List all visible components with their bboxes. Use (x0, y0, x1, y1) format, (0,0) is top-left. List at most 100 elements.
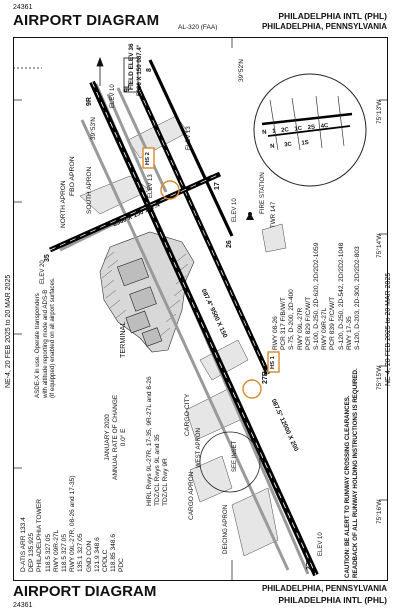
asde-note: ASDE-X in use. Operate transponders with… (34, 277, 57, 398)
fire-station-label: FIRE STATION (259, 172, 266, 214)
rwy-8-26-dimensions: 5000 X 150 087.4° (136, 45, 143, 96)
aircraft-ref: AL-320 (FAA) (178, 24, 218, 31)
frequency-list: D-ATIS ARR 133.4 DEP 135.925 PHILADELPHI… (20, 475, 127, 572)
asde-line-1: with altitude reporting mode and ADS-B (41, 289, 49, 398)
chart-id-top: 24361 (13, 4, 33, 11)
cycle-left: NE-4, 20 FEB 2025 to 20 MAR 2025 (5, 274, 12, 388)
footer-airport-name: PHILADELPHIA INTL (PHL) (278, 595, 387, 605)
freq-line-9: 121.9 348.6 (93, 537, 101, 572)
elev-27l-label: ELEV 10 (318, 532, 324, 556)
inset-label-5: 4C (320, 123, 329, 130)
freq-line-12: PDC (118, 558, 126, 572)
lon-1-label: 75°13'W (376, 99, 383, 124)
rwy-26-label[interactable]: 26 (226, 240, 233, 248)
elev-35-value: 20 (40, 260, 46, 267)
elev-word-17: ELEV (148, 182, 154, 198)
elev-9l-label: ELEV 10 (110, 84, 116, 108)
inset-label-7: 3C (283, 141, 293, 149)
caution-note: CAUTION: BE ALERT TO RUNWAY CROSSING CLE… (344, 368, 359, 578)
freq-line-5: 118.5 327.05 (61, 533, 69, 572)
lat-mid-label: 39°53'N (90, 117, 97, 140)
tower-label: TWR (270, 213, 277, 228)
inset-label-6: N (270, 143, 275, 150)
freq-line-1: DEP 135.925 (28, 532, 36, 572)
airport-name: PHILADELPHIA INTL (PHL) (278, 11, 387, 21)
rwy-17-label[interactable]: 17 (214, 182, 221, 190)
elev-17-label: ELEV 13 (148, 174, 154, 198)
elev-9l-value: 10 (110, 84, 116, 91)
lighting-note: HIRL Rwys 9L-27R, 17-35, 9R-27L and 8-26… (146, 376, 171, 506)
elev-27l-value: 10 (318, 532, 324, 539)
inset-label-2: 2C (280, 127, 290, 134)
pcr-line-8: S-120, D-250, 2D-542, 2D/2D2-1048 (337, 242, 345, 350)
see-inset-label: SEE INSET (232, 440, 238, 472)
elev-17-value: 13 (148, 174, 154, 181)
fbo-apron-label: FBO APRON (69, 156, 76, 196)
inset-label-3: 1C (294, 125, 303, 133)
airport-location: PHILADELPHIA, PENNSYLVANIA (261, 22, 387, 31)
pcr-line-10: S-120, D-203, 2D-300, 2D/2D2-803 (354, 246, 362, 350)
freq-line-7: 135.1 327.05 (77, 533, 85, 572)
elev-26-label: ELEV 10 (232, 198, 238, 222)
caution-line-0: CAUTION: BE ALERT TO RUNWAY CROSSING CLE… (344, 395, 351, 578)
freq-line-2: PHILADELPHIA TOWER (36, 498, 44, 572)
freq-line-3: 118.5 327.05 (44, 533, 52, 572)
freq-line-8: GND CON (85, 540, 93, 572)
field-elev-word: ELEV (128, 52, 135, 70)
hirl-line-1: TDZ/CL Rwys 9L and 35 (154, 434, 162, 506)
freq-line-4: RWY 09R-27L (52, 529, 60, 572)
elev-word-26: ELEV (232, 206, 238, 222)
tower-box: TWR 147 (270, 202, 277, 228)
chart-id-bottom: 24361 (13, 602, 33, 609)
pcr-line-1: PCR 317 F/B/W/T (280, 297, 288, 350)
elev-27r-label: ELEV 13 (186, 126, 192, 150)
north-apron-label: NORTH APRON (60, 180, 67, 228)
footer-title: AIRPORT DIAGRAM (13, 583, 157, 600)
caution-line-1: READBACK OF ALL RUNWAY HOLDING INSTRUCTI… (351, 368, 359, 578)
cargo-city-label: CARGO CITY (184, 393, 191, 436)
field-elev-value: 36 (128, 43, 135, 51)
deicing-apron-label: DEICING APRON (222, 504, 229, 554)
elev-26-value: 10 (232, 198, 238, 205)
inset-label-8: 1S (301, 139, 310, 147)
rwy-27l-label[interactable]: 27L (306, 557, 313, 570)
pcr-table: RWY 08-26 PCR 317 F/B/W/T S-75, D-200, 2… (272, 243, 362, 350)
chart-title: AIRPORT DIAGRAM (13, 12, 160, 29)
lon-3-label: 75°15'W (376, 365, 383, 390)
freq-line-0: D-ATIS ARR 133.4 (20, 517, 27, 572)
elev-27r-value: 13 (186, 126, 192, 133)
rwy-9l-label[interactable]: 9L (124, 83, 131, 92)
west-apron-label: WEST APRON (196, 428, 202, 468)
rwy-9r-label[interactable]: 9R (86, 97, 93, 106)
lon-4-label: 75°16'W (376, 499, 383, 524)
rwy-27r-label[interactable]: 27R (262, 371, 269, 384)
variation-value: 0.0° E (120, 428, 127, 447)
hirl-line-2: TDZ/CL Rwy 9R (162, 458, 170, 506)
freq-line-11: 118.85 348.6 (110, 533, 118, 572)
elev-word-27r: ELEV (186, 134, 192, 150)
pcr-line-2: S-75, D-200, 2D-400 (288, 289, 296, 350)
pcr-line-4: PCR 829 F/C/W/T (304, 296, 312, 350)
hot-spot-2[interactable]: HS 2 (145, 152, 151, 165)
rwy-8-26-size: 5000 X 150 (136, 64, 143, 96)
hot-spot-1[interactable]: HS 1 (270, 356, 276, 369)
terminal-label: TERMINAL (118, 321, 127, 358)
variation-label: ANNUAL RATE OF CHANGE (112, 394, 119, 480)
elev-word-9l: ELEV (110, 92, 116, 108)
rwy-8-label[interactable]: 8 (146, 68, 153, 72)
pcr-line-7: PCR 839 F/C/W/T (329, 296, 337, 350)
asde-line-0: ASDE-X in use. Operate transponders (34, 293, 41, 398)
magnetic-variation: JANUARY 2020 ANNUAL RATE OF CHANGE 0.0° … (104, 395, 128, 480)
cargo-apron-label: CARGO APRON (188, 471, 195, 520)
rwy-8-26-heading: 087.4° (136, 44, 143, 63)
inset-label-1: 1 (271, 128, 276, 135)
freq-line-6: RWY 09L-27R, 08-26 and 17-35) (69, 475, 77, 572)
tower-height: 147 (270, 201, 277, 213)
variation-month: JANUARY 2020 (104, 414, 111, 461)
pcr-line-5: S-100, D-250, 2D-620, 2D/2D2-1059 (313, 242, 321, 350)
inset-label-4: 2S (307, 124, 316, 132)
pcr-line-9: RWY 17-35 (345, 316, 353, 350)
chart-frame (13, 37, 388, 581)
cycle-right: NE-4, 20 FEB 2025 to 20 MAR 2025 (385, 272, 392, 386)
